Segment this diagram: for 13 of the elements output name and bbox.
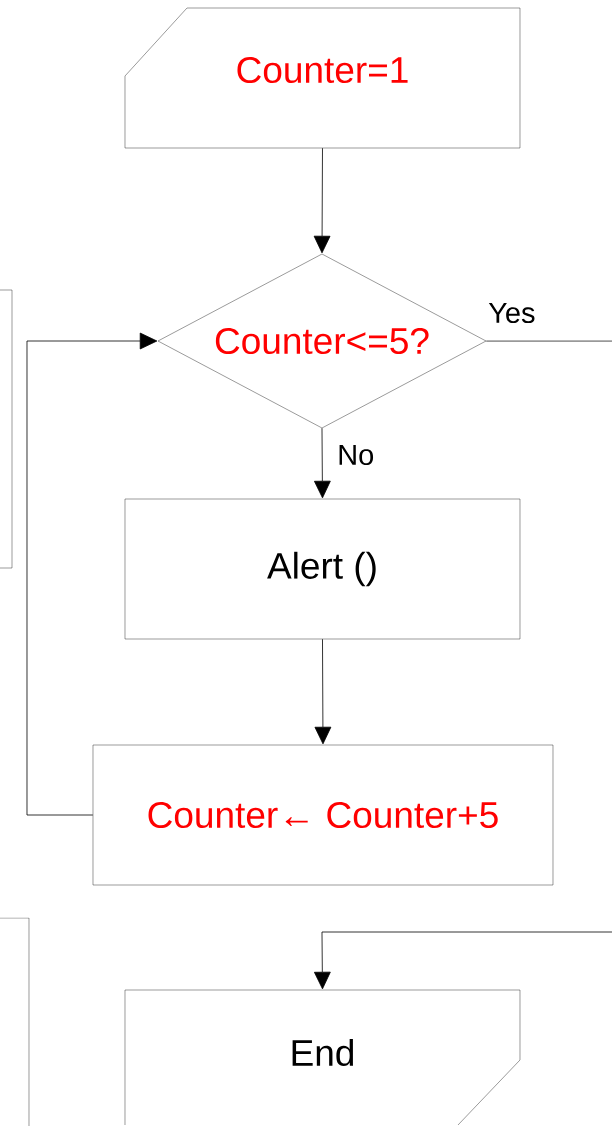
terminal-card: End	[124, 989, 521, 1126]
edge-label: No	[336, 443, 376, 467]
partial-box	[0, 289, 13, 569]
terminal-card: Counter=1	[124, 7, 521, 149]
arrow	[314, 638, 332, 745]
process-box: Alert ()	[124, 498, 521, 640]
arrow	[314, 427, 331, 499]
edge-label: Yes	[487, 301, 537, 325]
process-box: Counter← Counter+5	[92, 744, 554, 886]
partial-box	[0, 917, 30, 1126]
arrow	[314, 931, 612, 990]
arrow	[313, 147, 331, 254]
arrow	[26, 332, 158, 816]
